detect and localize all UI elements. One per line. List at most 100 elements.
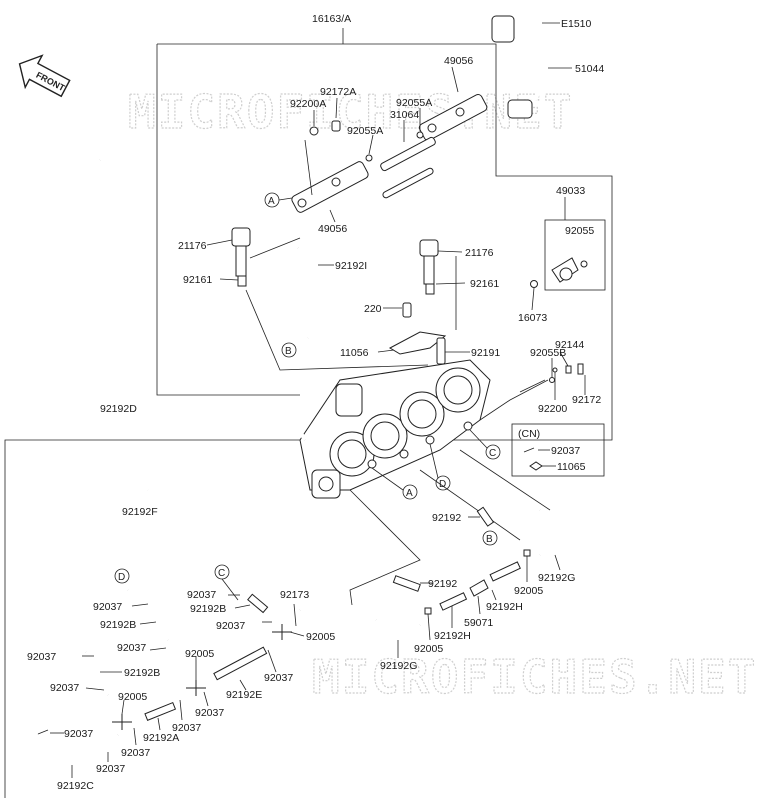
callout-d-throttle: D [439, 479, 446, 490]
label-92037-d2: 92037 [117, 642, 146, 654]
callout-a-rail: A [268, 196, 275, 207]
label-16073: 16073 [518, 312, 547, 324]
injector-21176-right [419, 239, 439, 295]
callout-b-hose: B [285, 346, 292, 357]
cn-box-title: (CN) [518, 428, 540, 440]
throttle-body-assembly [299, 359, 491, 499]
label-92005-c: 92005 [306, 631, 335, 643]
label-92037-c1: 92037 [187, 589, 216, 601]
label-92192g-b: 92192G [380, 660, 417, 672]
label-31064: 31064 [390, 109, 419, 121]
label-92037-l2: 92037 [50, 682, 79, 694]
cn-item-11065: 11065 [557, 461, 586, 473]
hose-92191 [436, 337, 446, 365]
tee-92005-c [272, 624, 292, 640]
label-92055a-2: 92055A [347, 125, 383, 137]
label-92037-m3: 92037 [172, 722, 201, 734]
label-11056: 11056 [340, 347, 369, 359]
tee-92005-l [112, 714, 132, 730]
label-92192b-c: 92192B [190, 603, 226, 615]
callout-c-throttle: C [489, 448, 496, 459]
label-51044: 51044 [575, 63, 604, 75]
label-92191: 92191 [471, 347, 500, 359]
label-59071: 59071 [464, 617, 493, 629]
label-92192b-l: 92192B [124, 667, 160, 679]
label-92172a: 92172A [320, 86, 356, 98]
label-92192f: 92192F [122, 506, 158, 518]
label-92173: 92173 [280, 589, 309, 601]
label-92055a-1: 92055A [396, 97, 432, 109]
label-92192d: 92192D [100, 403, 137, 415]
hose-92192a [144, 701, 177, 721]
box-49033 [544, 219, 606, 291]
label-92192h-1: 92192H [486, 601, 523, 613]
label-92005-d: 92005 [185, 648, 214, 660]
label-92161-r: 92161 [470, 278, 499, 290]
watermark-bottom: MICROFICHES.NET [312, 650, 757, 704]
label-92200a: 92200A [290, 98, 326, 110]
label-92192a: 92192A [143, 732, 179, 744]
hose-92192-1 [476, 506, 495, 527]
label-49056-bot: 49056 [318, 223, 347, 235]
bolt-220 [402, 302, 412, 318]
injector-21176-left [231, 227, 251, 287]
label-49056-top: 49056 [444, 55, 473, 67]
quick-connector-e1510 [491, 15, 515, 43]
label-21176-l: 21176 [178, 240, 207, 252]
o-ring-92055a [416, 131, 424, 139]
callout-d-lower: D [118, 572, 125, 583]
label-21176-r: 21176 [465, 247, 494, 259]
label-92172: 92172 [572, 394, 601, 406]
hose-92192b-c [247, 593, 269, 614]
label-92055: 92055 [565, 225, 594, 237]
label-92055b: 92055B [530, 347, 566, 359]
label-92144: 92144 [555, 339, 584, 351]
group-box-outline [4, 43, 613, 798]
tee-92005-d [186, 680, 206, 696]
label-92192g-r: 92192G [538, 572, 575, 584]
label-92192-1: 92192 [432, 512, 461, 524]
hose-92192h-2 [439, 592, 468, 611]
washer-92200 [552, 367, 558, 373]
label-92037-l1: 92037 [27, 651, 56, 663]
label-92037-m1: 92037 [195, 707, 224, 719]
label-92037-m4: 92037 [121, 747, 150, 759]
front-arrow-icon: FRONT [18, 54, 71, 98]
label-92005-m: 92005 [414, 643, 443, 655]
callout-c-lower: C [218, 568, 225, 579]
screw-92172a [331, 120, 341, 132]
pipe-31064 [380, 136, 436, 172]
label-92037-c2: 92037 [216, 620, 245, 632]
label-92005-r: 92005 [514, 585, 543, 597]
hose-92192-2 [392, 575, 421, 592]
o-ring-16073 [530, 280, 538, 288]
label-92037-bl: 92037 [64, 728, 93, 740]
label-92161-l: 92161 [183, 274, 212, 286]
label-92192i: 92192I [335, 260, 367, 272]
box-cn [511, 423, 605, 477]
valve-59071 [469, 579, 489, 597]
label-92192-2: 92192 [428, 578, 457, 590]
label-92192h-2: 92192H [434, 630, 471, 642]
label-49033: 49033 [556, 185, 585, 197]
callout-b-lower: B [486, 534, 493, 545]
hose-92192h-1 [489, 561, 521, 582]
screw-92144 [565, 365, 572, 374]
label-92037-m2: 92037 [264, 672, 293, 684]
hose-92192e [213, 646, 268, 681]
delivery-pipe-49056-upper [418, 94, 488, 141]
delivery-pipe-49056-lower [291, 161, 369, 213]
cn-item-92037: 92037 [551, 445, 580, 457]
watermark-top: MICROFICHES.NET [128, 85, 573, 139]
label-92005-l: 92005 [118, 691, 147, 703]
label-92192b-d: 92192B [100, 619, 136, 631]
washer-92200a [309, 126, 319, 136]
label-92200: 92200 [538, 403, 567, 415]
label-220: 220 [364, 303, 382, 315]
group-box-label: 16163/A [312, 13, 351, 25]
label-92192e: 92192E [226, 689, 262, 701]
callout-a-throttle: A [406, 488, 413, 499]
label-92037-bl2: 92037 [96, 763, 125, 775]
label-92192c: 92192C [57, 780, 94, 792]
